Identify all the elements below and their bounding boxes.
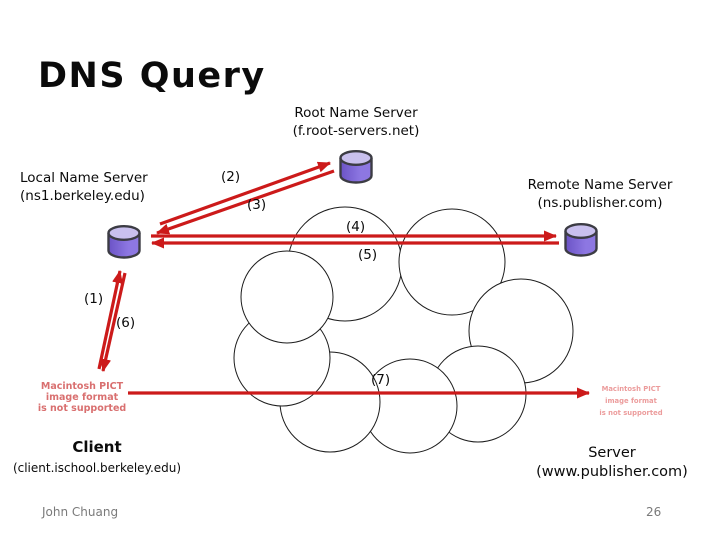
remote-name-server-label: Remote Name Server (ns.publisher.com) [500,177,700,212]
footer-page-number: 26 [646,505,662,519]
server-hostname: (www.publisher.com) [536,464,688,480]
arrow-label-4: (4) [346,219,366,235]
pict-placeholder-line: is not supported [599,409,663,417]
local-name-server-database-icon [107,224,141,259]
arrow-label-1: (1) [84,291,104,307]
arrow-label-7: (7) [371,372,391,388]
footer-author: John Chuang [42,505,119,519]
remote-name-server-hostname: (ns.publisher.com) [537,194,663,211]
pict-placeholder-line: Macintosh PICT [40,381,124,392]
client-pict-placeholder: Macintosh PICT image format is not suppo… [30,381,134,414]
local-name-server-name: Local Name Server [20,170,148,186]
arrow-label-5: (5) [358,247,378,263]
arrow-2-local-to-root [159,161,331,226]
cloud-lobe [240,250,334,344]
local-name-server-hostname: (ns1.berkeley.edu) [20,187,145,204]
pict-placeholder-line: image format [605,397,657,405]
local-name-server-label: Local Name Server (ns1.berkeley.edu) [20,170,220,205]
pict-placeholder-line: is not supported [37,403,127,414]
arrow-label-2: (2) [221,169,241,185]
server-pict-placeholder: Macintosh PICT image format is not suppo… [598,383,664,419]
internet-cloud [233,206,574,454]
root-name-server-database-icon [339,149,373,184]
root-name-server-name: Root Name Server [294,105,418,121]
pict-placeholder-line: image format [45,392,119,403]
arrow-label-3: (3) [247,197,267,213]
client-label: Client (client.ischool.berkeley.edu) [3,438,191,475]
arrow-3-root-to-local [156,169,335,235]
query-arrows [97,161,590,399]
arrow-1-client-to-local [97,270,123,370]
arrow-6-local-to-client [100,272,127,372]
remote-name-server-name: Remote Name Server [527,177,673,193]
client-hostname: (client.ischool.berkeley.edu) [12,461,182,475]
server-label: Server (www.publisher.com) [512,445,712,480]
client-name: Client [72,438,122,456]
root-name-server-label: Root Name Server (f.root-servers.net) [256,105,456,140]
slide-title: DNS Query [38,56,266,96]
root-name-server-hostname: (f.root-servers.net) [292,122,420,139]
pict-placeholder-line: Macintosh PICT [601,385,661,393]
remote-name-server-database-icon [564,222,598,257]
server-name: Server [588,445,636,461]
arrow-label-6: (6) [116,315,136,331]
